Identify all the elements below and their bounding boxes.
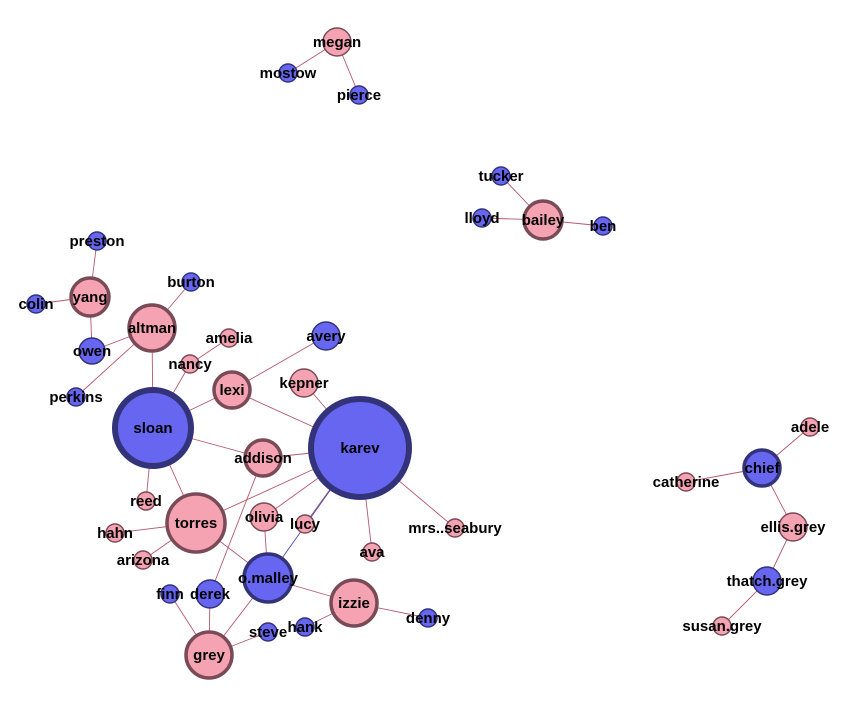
node-label-addison: addison bbox=[234, 450, 292, 467]
node-finn[interactable] bbox=[160, 584, 180, 604]
node-perkins[interactable] bbox=[66, 387, 86, 407]
node-reed[interactable] bbox=[136, 491, 156, 511]
node-label-derek: derek bbox=[190, 586, 231, 603]
node-label-avery: avery bbox=[306, 328, 346, 345]
node-label-sloan: sloan bbox=[133, 420, 172, 437]
node-label-catherine: catherine bbox=[653, 474, 720, 491]
node-label-lucy: lucy bbox=[290, 516, 321, 533]
node-label-tucker: tucker bbox=[478, 168, 523, 185]
labels-layer: megan mostow pierce tucker lloyd bailey ben pre… bbox=[18, 34, 829, 664]
node-amelia[interactable] bbox=[219, 328, 239, 348]
node-olivia[interactable] bbox=[249, 502, 279, 532]
node-label-nancy: nancy bbox=[168, 356, 212, 373]
node-lloyd[interactable] bbox=[472, 208, 492, 228]
node-colin[interactable] bbox=[26, 294, 46, 314]
node-label-finn: finn bbox=[156, 586, 184, 603]
node-derek[interactable] bbox=[195, 579, 225, 609]
node-label-hank: hank bbox=[287, 619, 323, 636]
node-label-hahn: hahn bbox=[97, 525, 133, 542]
node-avery[interactable] bbox=[311, 321, 341, 351]
node-label-mostow: mostow bbox=[260, 65, 317, 82]
node-label-thatch_grey: thatch.grey bbox=[727, 573, 809, 590]
node-label-altman: altman bbox=[128, 320, 176, 337]
node-label-karev: karev bbox=[340, 440, 380, 457]
node-label-megan: megan bbox=[313, 34, 361, 51]
node-label-amelia: amelia bbox=[206, 330, 253, 347]
node-label-lexi: lexi bbox=[219, 382, 244, 399]
node-ben[interactable] bbox=[593, 216, 613, 236]
node-label-grey: grey bbox=[193, 647, 225, 664]
node-label-perkins: perkins bbox=[49, 389, 102, 406]
node-label-chief: chief bbox=[744, 460, 780, 477]
node-label-reed: reed bbox=[130, 493, 162, 510]
node-burton[interactable] bbox=[181, 272, 201, 292]
node-label-lloyd: lloyd bbox=[464, 210, 499, 227]
node-steve[interactable] bbox=[258, 622, 278, 642]
node-label-steve: steve bbox=[249, 624, 287, 641]
node-thatch_grey[interactable] bbox=[752, 566, 782, 596]
node-denny[interactable] bbox=[418, 608, 438, 628]
node-kepner[interactable] bbox=[289, 368, 319, 398]
node-sloan[interactable] bbox=[112, 387, 194, 469]
node-megan[interactable] bbox=[322, 27, 352, 57]
node-label-susan_grey: susan.grey bbox=[682, 618, 762, 635]
node-label-denny: denny bbox=[406, 610, 451, 627]
node-label-pierce: pierce bbox=[337, 87, 381, 104]
node-hahn[interactable] bbox=[105, 523, 125, 543]
node-label-kepner: kepner bbox=[279, 375, 328, 392]
node-label-adele: adele bbox=[791, 419, 829, 436]
node-lucy[interactable] bbox=[295, 514, 315, 534]
node-altman[interactable] bbox=[127, 303, 177, 353]
nodes-layer bbox=[26, 27, 820, 680]
node-susan_grey[interactable] bbox=[712, 616, 732, 636]
node-bailey[interactable] bbox=[522, 199, 564, 241]
node-ava[interactable] bbox=[362, 542, 382, 562]
node-arizona[interactable] bbox=[133, 550, 153, 570]
node-grey[interactable] bbox=[184, 630, 234, 680]
node-adele[interactable] bbox=[800, 417, 820, 437]
node-hank[interactable] bbox=[295, 617, 315, 637]
node-label-preston: preston bbox=[69, 233, 124, 250]
node-label-arizona: arizona bbox=[117, 552, 170, 569]
node-label-olivia: olivia bbox=[245, 509, 284, 526]
node-preston[interactable] bbox=[87, 231, 107, 251]
node-yang[interactable] bbox=[69, 276, 111, 318]
node-pierce[interactable] bbox=[349, 85, 369, 105]
node-label-ava: ava bbox=[359, 544, 385, 561]
node-label-izzie: izzie bbox=[338, 595, 370, 612]
node-nancy[interactable] bbox=[180, 354, 200, 374]
node-chief[interactable] bbox=[742, 448, 782, 488]
node-label-burton: burton bbox=[167, 274, 214, 291]
node-izzie[interactable] bbox=[329, 578, 379, 628]
node-catherine[interactable] bbox=[676, 472, 696, 492]
edge-addison-derek bbox=[209, 457, 264, 595]
node-label-mrs_seabury: mrs..seabury bbox=[408, 520, 502, 537]
node-label-ellis_grey: ellis.grey bbox=[760, 519, 826, 536]
node-label-omalley: o.malley bbox=[238, 570, 299, 587]
node-addison[interactable] bbox=[243, 438, 283, 478]
node-ellis_grey[interactable] bbox=[778, 512, 808, 542]
node-torres[interactable] bbox=[165, 492, 227, 554]
node-label-torres: torres bbox=[175, 515, 218, 532]
node-label-yang: yang bbox=[72, 289, 107, 306]
node-tucker[interactable] bbox=[491, 166, 511, 186]
node-label-ben: ben bbox=[590, 218, 617, 235]
node-mrs_seabury[interactable] bbox=[445, 518, 465, 538]
node-owen[interactable] bbox=[78, 337, 106, 365]
node-label-colin: colin bbox=[18, 296, 53, 313]
node-karev[interactable] bbox=[308, 396, 412, 500]
node-mostow[interactable] bbox=[278, 63, 298, 83]
node-label-owen: owen bbox=[73, 343, 111, 360]
node-omalley[interactable] bbox=[242, 552, 294, 604]
node-label-bailey: bailey bbox=[522, 212, 565, 229]
node-lexi[interactable] bbox=[212, 370, 252, 410]
